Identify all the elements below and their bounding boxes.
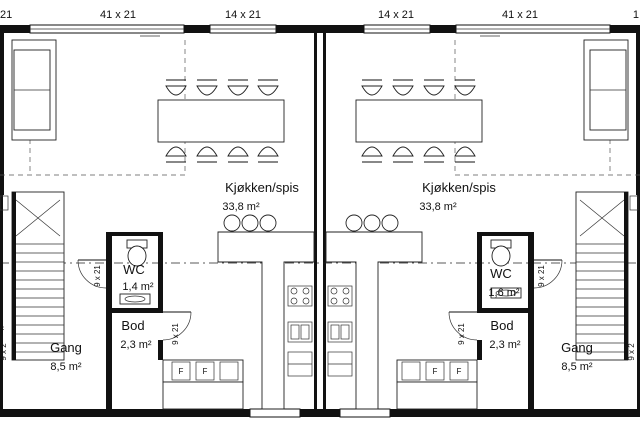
room-name-gang-left: Gang (50, 340, 82, 355)
window-top-right-outer (455, 24, 611, 34)
basin-right (490, 287, 522, 299)
room-name-gang-right: Gang (561, 340, 593, 355)
room-area-kitchen-left: 33,8 m² (222, 201, 260, 213)
cabinet-mark-left-2: F (203, 367, 208, 376)
dim-door-bod-left: 9 x 21 (171, 323, 180, 345)
window-top-right-inner (363, 24, 431, 34)
window-top-left-outer (29, 24, 185, 34)
dining-chair (227, 146, 249, 163)
sink-left (287, 321, 313, 343)
kitchen-island-right (325, 231, 423, 410)
dining-chair (165, 79, 187, 96)
room-area-bod-left: 2,3 m² (120, 339, 152, 351)
room-area-gang-right: 8,5 m² (561, 361, 593, 373)
window-bottom-left (249, 408, 301, 418)
door-bod-left (162, 311, 192, 341)
hob-right (327, 285, 353, 307)
dining-chair (423, 79, 445, 96)
window-bottom-right (339, 408, 391, 418)
dining-chair (165, 146, 187, 163)
basin-left (119, 293, 151, 305)
dining-table-right (355, 99, 483, 143)
room-area-wc-right: 1,6 m² (488, 287, 520, 299)
sofa-left (11, 39, 57, 141)
dishwasher-left (287, 351, 313, 377)
dim-top-right-outer: 41 x 21 (502, 9, 538, 21)
room-name-bod-left: Bod (121, 318, 144, 333)
bar-stool (241, 214, 259, 232)
bar-stool (259, 214, 277, 232)
dim-door-wc-left: 9 x 21 (93, 265, 102, 287)
dining-chair (361, 146, 383, 163)
room-area-kitchen-right: 33,8 m² (419, 201, 457, 213)
dishwasher-right (327, 351, 353, 377)
edge-detail-right (629, 195, 640, 417)
dining-chair (454, 79, 476, 96)
toilet-left (126, 239, 148, 267)
room-name-wc-right: WC (490, 266, 512, 281)
dim-top-far-right: 1 (633, 9, 639, 21)
door-bod-right (448, 311, 478, 341)
toilet-right (490, 239, 512, 267)
bar-stool (223, 214, 241, 232)
dining-chair (257, 146, 279, 163)
dining-chair (423, 146, 445, 163)
room-name-wc-left: WC (123, 262, 145, 277)
dim-top-right-inner: 14 x 21 (378, 9, 414, 21)
window-top-left-inner (209, 24, 277, 34)
cabinet-mark-right-2: F (457, 367, 462, 376)
dining-chair (454, 146, 476, 163)
bar-stool (381, 214, 399, 232)
room-name-kitchen-right: Kjøkken/spis (422, 180, 496, 195)
dining-table-left (157, 99, 285, 143)
dim-top-left-inner: 14 x 21 (225, 9, 261, 21)
cabinet-mark-right-1: F (433, 367, 438, 376)
edge-detail-left (0, 195, 9, 417)
hob-left (287, 285, 313, 307)
edge-mark-left: f (0, 324, 4, 339)
dining-chair (392, 146, 414, 163)
cabinet-mark-left-1: F (179, 367, 184, 376)
dining-chair (392, 79, 414, 96)
stair-right (575, 191, 629, 361)
dining-chair (196, 146, 218, 163)
dim-edge-right: 9 x 2 (627, 343, 636, 361)
room-name-kitchen-left: Kjøkken/spis (225, 180, 299, 195)
kitchen-island-left (217, 231, 315, 410)
dining-chair (257, 79, 279, 96)
room-area-gang-left: 8,5 m² (50, 361, 82, 373)
room-name-bod-right: Bod (490, 318, 513, 333)
dining-chair (196, 79, 218, 96)
bar-stool (363, 214, 381, 232)
wardrobe-left (162, 359, 244, 410)
stair-left (11, 191, 65, 361)
dim-top-far-left: 21 (0, 9, 12, 21)
sofa-right (583, 39, 629, 141)
dim-door-bod-right: 9 x 21 (457, 323, 466, 345)
bar-stool (345, 214, 363, 232)
dim-top-left-outer: 41 x 21 (100, 9, 136, 21)
right-wall-upper (636, 25, 640, 195)
dining-chair (227, 79, 249, 96)
left-wall-upper (0, 25, 4, 195)
dim-door-wc-right: 9 x 21 (537, 265, 546, 287)
wardrobe-right (396, 359, 478, 410)
room-area-bod-right: 2,3 m² (489, 339, 521, 351)
room-area-wc-left: 1,4 m² (122, 281, 154, 293)
dining-chair (361, 79, 383, 96)
dim-edge-left: 9 x 2 (0, 343, 8, 361)
door-wc-right (533, 259, 563, 289)
sink-right (327, 321, 353, 343)
door-wc-left (77, 259, 107, 289)
